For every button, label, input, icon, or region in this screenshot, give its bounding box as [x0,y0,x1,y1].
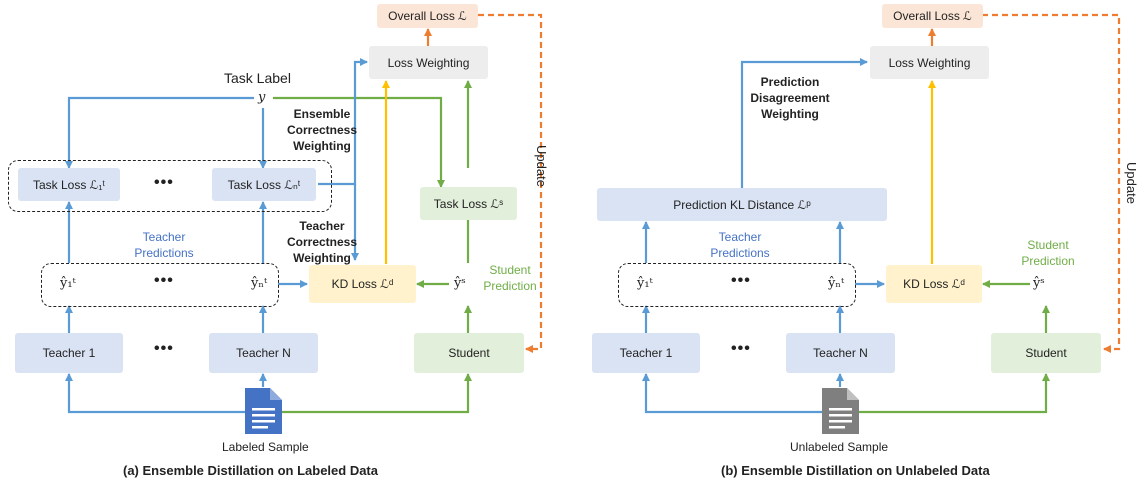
task-loss-group [8,160,332,212]
student-box-a: Student [414,333,524,373]
teacher-ellipsis-b: ••• [731,340,751,357]
task-loss-1-label: Task Loss ℒ₁ᵗ [32,177,106,192]
unlabeled-sample-label: Unlabeled Sample [790,440,889,454]
labeled-sample-document-icon [245,388,282,434]
loss-weighting-label-a: Loss Weighting [387,55,470,70]
yhat-s-b: ŷˢ [1033,276,1045,291]
prediction-disagreement-label: Prediction Disagreement Weighting [750,75,830,121]
teacher-predictions-label-b: Teacher Predictions [710,230,770,260]
ensemble-correctness-label: Ensemble Correctness Weighting [286,107,358,153]
task-label-title: Task Label [224,70,291,86]
arrow-task-loss-to-weighting [318,58,368,186]
teacher-1-label-b: Teacher 1 [619,346,673,360]
student-box-b: Student [991,333,1101,373]
prediction-ellipsis-b: ••• [731,272,751,289]
arrow-update-b [982,13,1121,353]
teacher-correctness-label: Teacher Correctness Weighting [286,219,358,265]
loss-weighting-box-a: Loss Weighting [369,46,488,79]
arrow-sample-to-student-b [859,373,1050,414]
arrow-update-a [478,13,543,353]
teacher-prediction-group-b [618,263,856,307]
kd-loss-label-b: KD Loss ℒᵈ [903,277,965,291]
yhat-s-a: ŷˢ [454,276,466,291]
labeled-sample-label: Labeled Sample [222,440,309,454]
update-label-b: Update [1124,162,1139,204]
overall-loss-label-b: Overall Loss ℒ [893,9,972,23]
task-loss-ellipsis: ••• [154,174,174,191]
task-loss-s-label: Task Loss ℒˢ [433,196,504,211]
teacher-n-box-a: Teacher N [209,333,318,373]
yhat-1-a: ŷ₁ᵗ [60,276,76,291]
caption-a: (a) Ensemble Distillation on Labeled Dat… [123,463,378,478]
arrow-label-to-task-loss-1 [65,96,254,169]
teacher-n-label-a: Teacher N [236,346,291,360]
arrow-kl-to-weighting-b [740,58,868,188]
update-label-a: Update [534,145,549,187]
arrow-sample-to-teacher-1 [65,373,245,414]
yhat-n-b: ŷₙᵗ [828,276,845,291]
task-loss-1-box: Task Loss ℒ₁ᵗ [18,168,120,201]
student-label-b: Student [1025,346,1067,360]
kd-loss-box-b: KD Loss ℒᵈ [886,265,982,303]
teacher-prediction-group-a [41,263,279,307]
teacher-1-box-a: Teacher 1 [15,333,123,373]
arrow-label-to-task-loss-s [273,96,445,188]
task-loss-n-box: Task Loss ℒₙᵗ [212,168,316,201]
teacher-n-label-b: Teacher N [813,346,868,360]
task-label-y: y [258,90,266,105]
kl-distance-label: Prediction KL Distance ℒᵖ [673,197,811,212]
student-label-a: Student [448,346,490,360]
teacher-1-label-a: Teacher 1 [42,346,96,360]
overall-loss-label-a: Overall Loss ℒ [388,9,467,23]
yhat-1-b: ŷ₁ᵗ [637,276,653,291]
arrow-sample-to-teacher-1-b [642,373,822,414]
teacher-1-box-b: Teacher 1 [592,333,700,373]
arrow-sample-to-student [282,373,472,414]
unlabeled-sample-document-icon [822,388,859,434]
kd-loss-box-a: KD Loss ℒᵈ [309,265,416,303]
loss-weighting-box-b: Loss Weighting [870,46,989,79]
student-prediction-label-b: Student Prediction [1021,238,1075,268]
loss-weighting-label-b: Loss Weighting [888,55,971,70]
teacher-n-box-b: Teacher N [786,333,895,373]
overall-loss-box-b: Overall Loss ℒ [882,4,983,28]
student-prediction-label-a: Student Prediction [483,263,537,293]
yhat-n-a: ŷₙᵗ [251,276,268,291]
task-loss-n-label: Task Loss ℒₙᵗ [227,177,301,192]
prediction-ellipsis-a: ••• [154,272,174,289]
kl-distance-box: Prediction KL Distance ℒᵖ [597,188,887,221]
teacher-ellipsis-a: ••• [154,340,174,357]
teacher-predictions-label-a: Teacher Predictions [134,230,194,260]
task-loss-s-box: Task Loss ℒˢ [420,187,517,220]
caption-b: (b) Ensemble Distillation on Unlabeled D… [721,463,990,478]
overall-loss-box-a: Overall Loss ℒ [377,4,478,28]
kd-loss-label-a: KD Loss ℒᵈ [331,277,394,291]
